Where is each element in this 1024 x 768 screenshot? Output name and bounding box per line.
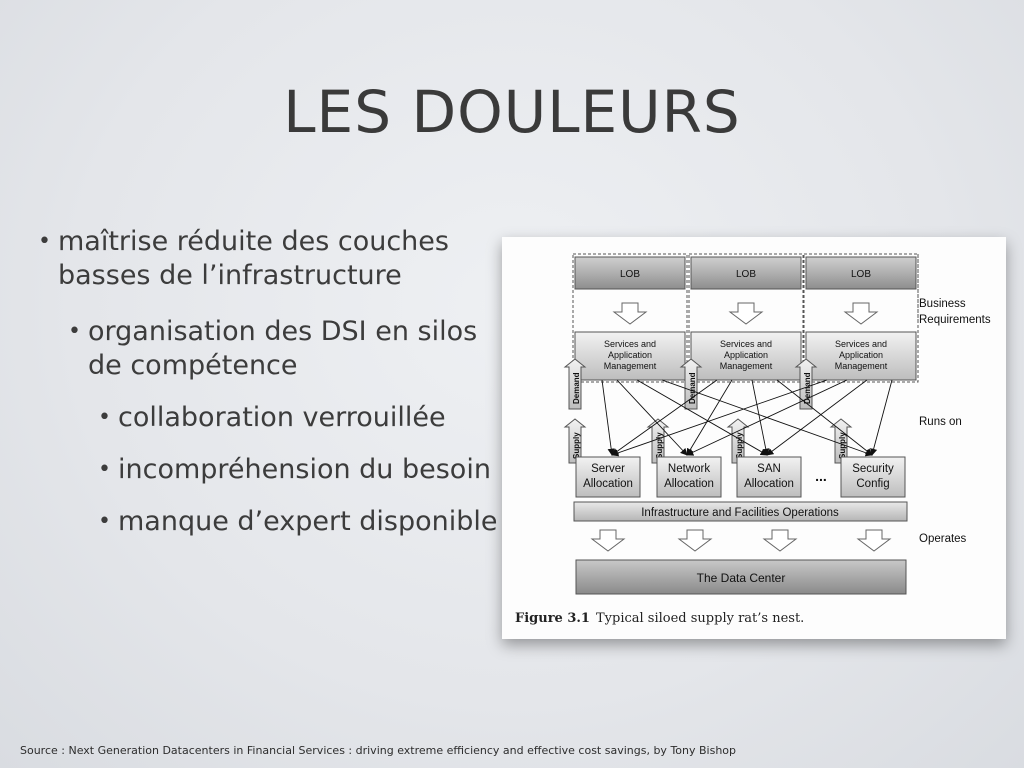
supply-label: Supply (655, 432, 664, 459)
diagram-figure: LOB LOB LOB Services and Application Man… (502, 237, 1006, 639)
silo-outline-3 (803, 253, 919, 383)
silo-outline-2 (688, 253, 804, 383)
bullet-item: manque d’expert disponible (28, 505, 498, 539)
source-citation: Source : Next Generation Datacenters in … (20, 744, 737, 757)
ellipsis: ... (815, 468, 827, 484)
supply-label: Supply (838, 432, 847, 459)
infra-bar-label: Infrastructure and Facilities Operations (641, 507, 839, 519)
allocation-label: SAN (757, 463, 781, 475)
connection-lines (601, 379, 893, 457)
demand-label: Demand (572, 372, 581, 404)
slide-title: LES DOULEURS (283, 78, 741, 146)
allocation-label: Server (591, 463, 625, 475)
supply-label: Supply (735, 432, 744, 459)
side-label-operates: Operates (919, 533, 967, 545)
figure-caption: Figure 3.1 Typical siloed supply rat’s ne… (515, 611, 804, 626)
services-label: Management (720, 361, 773, 371)
allocation-label: Allocation (744, 478, 794, 490)
allocation-label: Allocation (664, 478, 714, 490)
services-label: Application (608, 350, 652, 360)
allocation-label: Network (668, 463, 710, 475)
bullet-item: maîtrise réduite des couches basses de l… (28, 225, 498, 293)
allocation-label: Allocation (583, 478, 633, 490)
services-label: Services and (604, 339, 656, 349)
datacenter-label: The Data Center (697, 571, 786, 585)
lob-label: LOB (736, 269, 756, 280)
bullet-list: maîtrise réduite des couches basses de l… (28, 225, 498, 557)
demand-label: Demand (803, 372, 812, 404)
services-label: Application (839, 350, 883, 360)
demand-label: Demand (688, 372, 697, 404)
side-label-business: Business (919, 298, 966, 310)
allocation-label: Config (856, 478, 889, 490)
figure-caption-text: Typical siloed supply rat’s nest. (595, 611, 805, 626)
services-label: Management (835, 361, 888, 371)
lob-label: LOB (851, 269, 871, 280)
services-label: Management (604, 361, 657, 371)
figure-caption-label: Figure 3.1 (515, 611, 590, 626)
side-label-requirements: Requirements (919, 314, 991, 326)
siloed-supply-diagram: LOB LOB LOB Services and Application Man… (563, 253, 991, 595)
side-label-runs-on: Runs on (919, 416, 962, 428)
bullet-item: collaboration verrouillée (28, 401, 498, 435)
allocation-label: Security (852, 463, 894, 475)
bullet-item: incompréhension du besoin (28, 453, 498, 487)
lob-label: LOB (620, 269, 640, 280)
services-label: Application (724, 350, 768, 360)
services-label: Services and (835, 339, 887, 349)
silo-outline-1 (572, 253, 688, 383)
services-label: Services and (720, 339, 772, 349)
bullet-item: organisation des DSI en silos de compéte… (28, 315, 498, 383)
supply-label: Supply (572, 432, 581, 459)
